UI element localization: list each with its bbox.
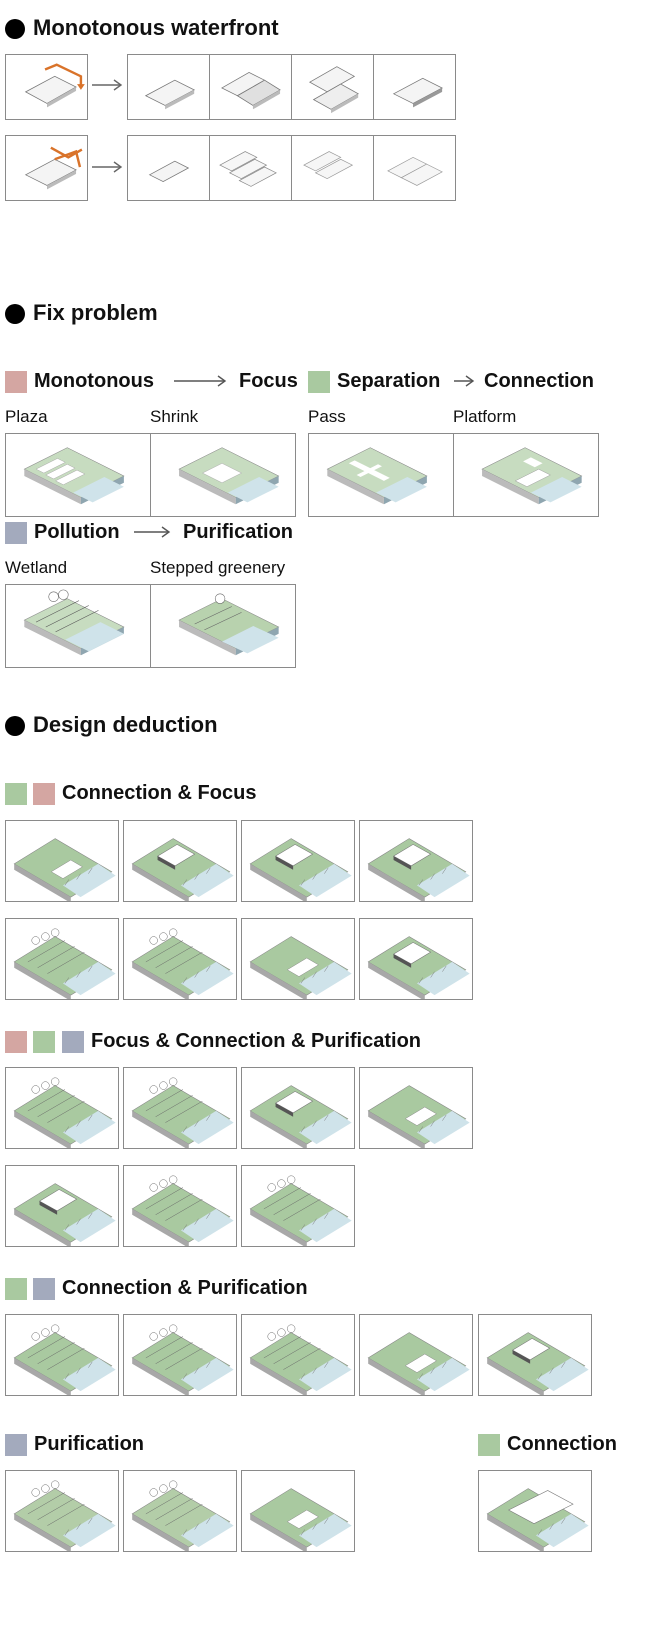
connection-swatch	[478, 1434, 500, 1456]
long-arrow-icon	[90, 78, 124, 92]
label-purification: Purification	[183, 521, 293, 544]
design-thumbnail	[5, 1165, 119, 1247]
design-thumbnail	[241, 1067, 355, 1149]
diagram-tile	[209, 135, 292, 201]
section-title-monotonous: Monotonous waterfront	[33, 15, 279, 41]
design-thumbnail	[359, 820, 473, 902]
section-title-design-deduction: Design deduction	[33, 712, 218, 738]
focus-swatch	[33, 783, 55, 805]
design-thumbnail	[123, 918, 237, 1000]
diagram-pass	[308, 433, 454, 517]
diagram-wetland	[5, 584, 151, 668]
design-thumbnail	[5, 820, 119, 902]
label-connection: Connection	[484, 370, 594, 393]
design-thumbnail	[123, 1470, 237, 1552]
diagram-tile	[373, 135, 456, 201]
focus-swatch	[5, 371, 27, 393]
design-thumbnail	[478, 1470, 592, 1552]
purification-swatch	[5, 522, 27, 544]
design-thumbnail	[5, 1314, 119, 1396]
short-arrow-icon	[452, 374, 476, 388]
long-arrow-icon	[172, 374, 228, 388]
purification-swatch	[62, 1031, 84, 1053]
design-thumbnail	[5, 1067, 119, 1149]
bullet-dot-icon	[5, 304, 25, 324]
design-thumbnail	[359, 1067, 473, 1149]
group-label: Connection & Focus	[62, 782, 256, 805]
caption-wetland: Wetland	[5, 558, 67, 578]
group-label: Focus & Connection & Purification	[91, 1030, 421, 1053]
diagram-shrink	[150, 433, 296, 517]
group-label: Connection & Purification	[62, 1277, 308, 1300]
diagram-tile	[5, 54, 88, 120]
diagram-plaza	[5, 433, 151, 517]
diagram-stepped-greenery	[150, 584, 296, 668]
label-separation: Separation	[337, 370, 440, 393]
purification-swatch	[5, 1434, 27, 1456]
design-thumbnail	[123, 1067, 237, 1149]
design-thumbnail	[359, 918, 473, 1000]
diagram-tile	[291, 54, 374, 120]
group-label: Purification	[34, 1433, 144, 1456]
purification-swatch	[33, 1278, 55, 1300]
bullet-dot-icon	[5, 19, 25, 39]
caption-shrink: Shrink	[150, 407, 198, 427]
design-thumbnail	[5, 918, 119, 1000]
caption-pass: Pass	[308, 407, 346, 427]
focus-swatch	[5, 1031, 27, 1053]
design-thumbnail	[359, 1314, 473, 1396]
label-pollution: Pollution	[34, 521, 120, 544]
design-thumbnail	[123, 1314, 237, 1396]
diagram-tile	[291, 135, 374, 201]
long-arrow-icon	[90, 160, 124, 174]
diagram-tile	[127, 54, 210, 120]
connection-swatch	[5, 783, 27, 805]
design-thumbnail	[5, 1470, 119, 1552]
design-thumbnail	[478, 1314, 592, 1396]
caption-plaza: Plaza	[5, 407, 48, 427]
caption-stepped-greenery: Stepped greenery	[150, 558, 285, 578]
group-label: Connection	[507, 1433, 617, 1456]
design-thumbnail	[241, 1470, 355, 1552]
label-focus: Focus	[239, 370, 298, 393]
label-monotonous: Monotonous	[34, 370, 154, 393]
connection-swatch	[5, 1278, 27, 1300]
connection-swatch	[33, 1031, 55, 1053]
design-thumbnail	[241, 1314, 355, 1396]
bullet-dot-icon	[5, 716, 25, 736]
caption-platform: Platform	[453, 407, 516, 427]
diagram-tile	[373, 54, 456, 120]
section-title-fix-problem: Fix problem	[33, 300, 158, 326]
diagram-tile	[209, 54, 292, 120]
long-arrow-icon	[132, 525, 172, 539]
design-thumbnail	[123, 1165, 237, 1247]
design-thumbnail	[241, 918, 355, 1000]
diagram-platform	[453, 433, 599, 517]
design-thumbnail	[123, 820, 237, 902]
diagram-tile	[127, 135, 210, 201]
diagram-tile	[5, 135, 88, 201]
design-thumbnail	[241, 820, 355, 902]
connection-swatch	[308, 371, 330, 393]
design-thumbnail	[241, 1165, 355, 1247]
